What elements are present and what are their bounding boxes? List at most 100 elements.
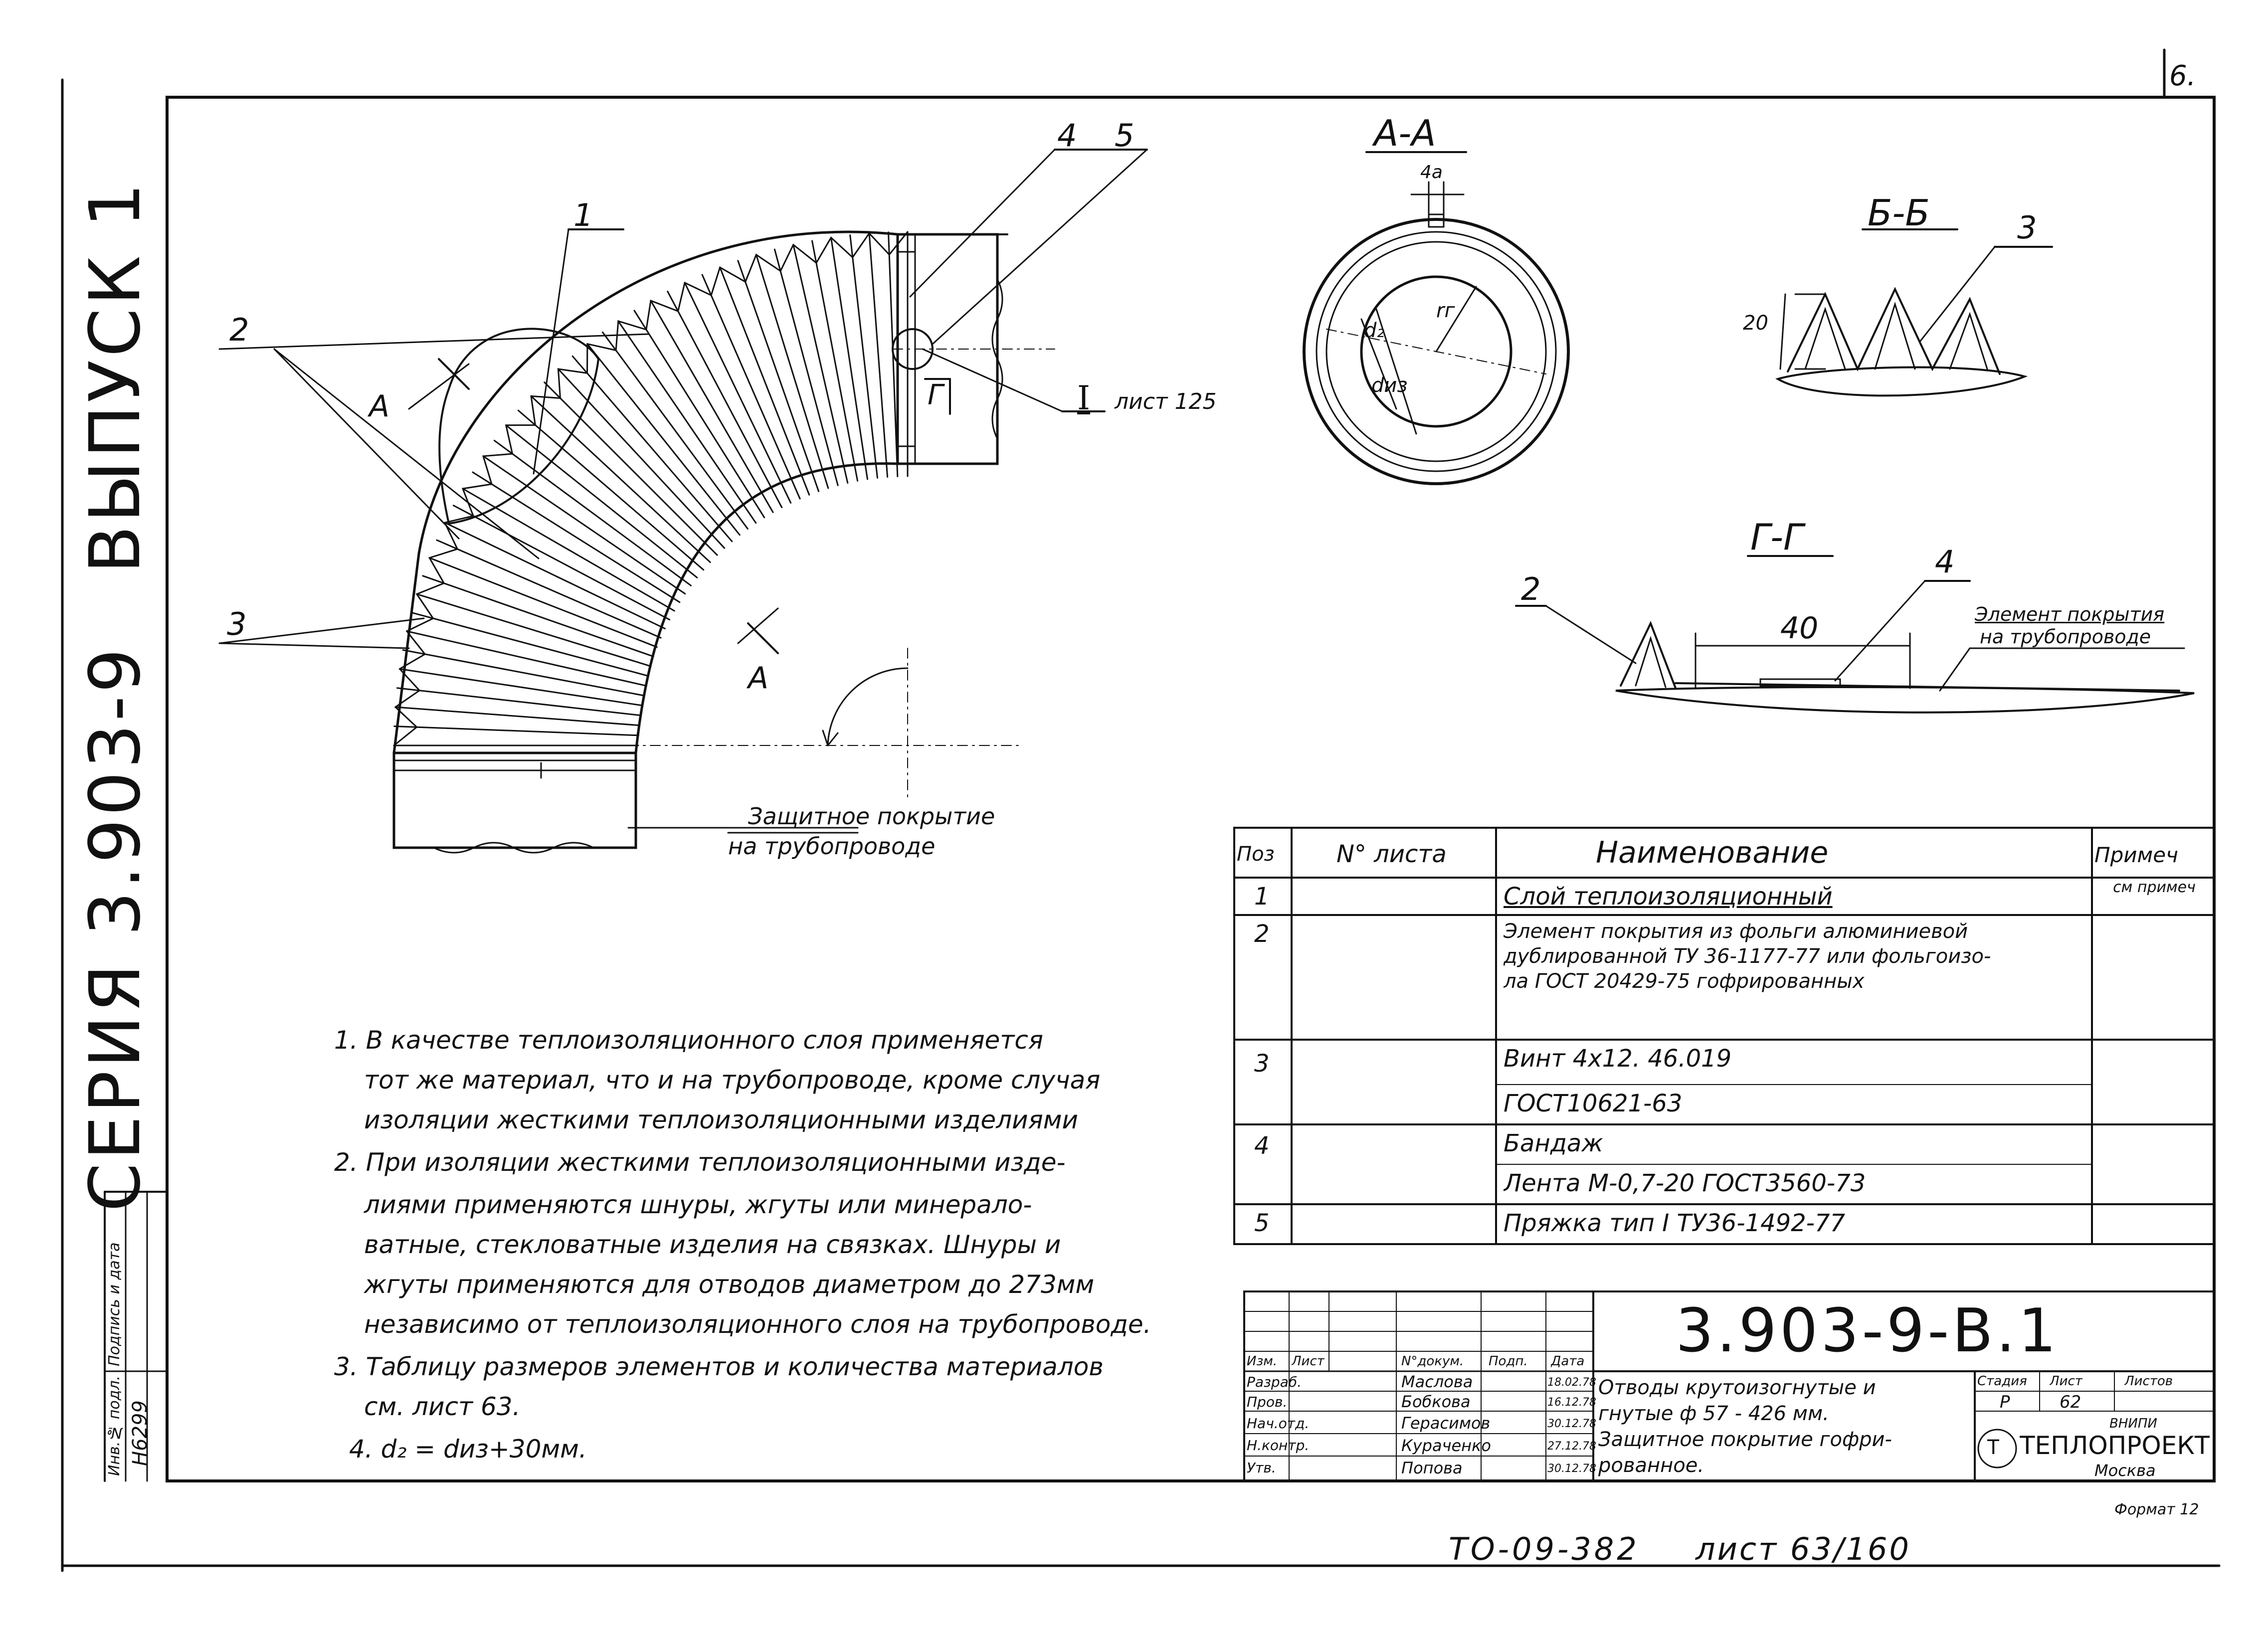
row-3-name: ГОСТ10621-63 bbox=[1504, 1090, 1683, 1117]
role-head: Нач.отд. bbox=[1247, 1415, 1310, 1432]
corrugation-rib bbox=[406, 630, 646, 687]
header-name: Наименование bbox=[1596, 835, 1829, 870]
section-gg-callout-4: 4 bbox=[1935, 544, 1955, 580]
col-list: Лист bbox=[1292, 1354, 1324, 1369]
note-line: лиями применяются шнуры, жгуты или минер… bbox=[364, 1190, 1032, 1219]
drawing-title-line: рованное. bbox=[1598, 1454, 1704, 1477]
role-checker: Пров. bbox=[1247, 1394, 1288, 1410]
corrugation-rib bbox=[462, 488, 675, 612]
label-diz: dиз bbox=[1371, 374, 1408, 397]
dim-40: 40 bbox=[1780, 611, 1819, 646]
date-approver: 30.12.78 bbox=[1547, 1463, 1596, 1475]
row-2-name: дублированной ТУ 36-1177-77 или фольгоиз… bbox=[1504, 945, 1991, 968]
corrugation-rib bbox=[482, 455, 686, 595]
section-aa-title: А-А bbox=[1374, 112, 1436, 154]
corrugation-rib bbox=[571, 355, 733, 543]
header-pos: Поз bbox=[1237, 843, 1275, 866]
inv-label: Инв.№ подл. bbox=[106, 1375, 123, 1476]
row-4-name: Бандаж bbox=[1504, 1129, 1603, 1157]
issue-stamp: ВЫПУСК 1 bbox=[75, 180, 156, 573]
corrugation-rib bbox=[428, 557, 658, 648]
header-sheet-no: N° листа bbox=[1336, 840, 1447, 868]
detail-ref-roman: I bbox=[1077, 379, 1091, 417]
corrugation-rib bbox=[544, 381, 718, 556]
corrugation-rib bbox=[868, 232, 889, 478]
callout-3: 3 bbox=[227, 606, 247, 642]
corrugation-rib bbox=[811, 240, 859, 482]
sheets-label: Листов bbox=[2124, 1374, 2173, 1389]
org-city: Москва bbox=[2094, 1461, 2156, 1480]
section-bb-drawing bbox=[1775, 228, 2053, 397]
row-1-name: Слой теплоизоляционный bbox=[1504, 883, 1833, 911]
drawing-title-line: Отводы крутоизогнутые и bbox=[1598, 1376, 1876, 1399]
callout-4: 4 bbox=[1057, 117, 1077, 154]
corrugation-rib bbox=[684, 282, 792, 504]
row-5-pos: 5 bbox=[1254, 1209, 1270, 1237]
inv-number: Н6299 bbox=[129, 1400, 152, 1466]
section-gg-drawing bbox=[1515, 555, 2195, 714]
col-date: Дата bbox=[1551, 1354, 1585, 1369]
section-mark-a-bottom: А bbox=[748, 661, 769, 696]
row-2-pos: 2 bbox=[1254, 920, 1270, 948]
drawing-title-line: Защитное покрытие гофри- bbox=[1598, 1428, 1892, 1451]
note-line: жгуты применяются для отводов диаметром … bbox=[364, 1270, 1095, 1299]
name-head: Герасимов bbox=[1401, 1414, 1491, 1433]
section-gg-label-line2: на трубопроводе bbox=[1980, 626, 2151, 648]
name-approver: Попова bbox=[1401, 1459, 1463, 1477]
label-dz: d₂ bbox=[1364, 319, 1385, 342]
corrugation-rib bbox=[849, 234, 878, 479]
drawing-frame bbox=[166, 96, 2216, 1482]
corrugation-rib bbox=[617, 320, 757, 524]
corrugation-rib bbox=[436, 539, 662, 639]
row-2-name: ла ГОСТ 20429-75 гофрированных bbox=[1504, 970, 1865, 993]
col-sign: Подп. bbox=[1489, 1354, 1528, 1369]
section-gg-label-line1: Элемент покрытия bbox=[1975, 603, 2165, 625]
corrugation-rib bbox=[755, 254, 829, 489]
section-mark-a-top: А bbox=[369, 389, 390, 424]
note-line: изоляции жесткими теплоизоляционными изд… bbox=[364, 1105, 1078, 1134]
section-aa-drawing bbox=[1303, 151, 1570, 485]
footer-sheet: лист 63/160 bbox=[1696, 1531, 1911, 1567]
series-stamp: СЕРИЯ 3.903-9 bbox=[75, 645, 156, 1212]
col-izm: Изм. bbox=[1247, 1354, 1278, 1369]
note-line: 4. d₂ = dиз+30мм. bbox=[349, 1435, 587, 1464]
corrugation-rib bbox=[530, 395, 711, 563]
date-head: 30.12.78 bbox=[1547, 1418, 1596, 1430]
corrugation-rib bbox=[773, 248, 839, 486]
name-norm-control: Кураченко bbox=[1401, 1436, 1491, 1455]
org-small: ВНИПИ bbox=[2109, 1416, 2157, 1431]
callout-1: 1 bbox=[573, 197, 593, 233]
corrugation-rib bbox=[393, 726, 639, 736]
stage-label: Стадия bbox=[1977, 1374, 2027, 1389]
corrugation-rib bbox=[399, 668, 642, 706]
org-logo-icon: Т bbox=[1987, 1436, 2000, 1459]
footer-code: ТО-09-382 bbox=[1449, 1531, 1640, 1567]
corrugation-rib bbox=[493, 439, 692, 586]
name-checker: Бобкова bbox=[1401, 1392, 1471, 1411]
protective-label-line1: Защитное покрытие bbox=[748, 803, 995, 830]
dim-20: 20 bbox=[1743, 312, 1768, 335]
row-4-name: Лента М-0,7-20 ГОСТ3560-73 bbox=[1504, 1169, 1866, 1197]
row-1-note: см примеч bbox=[2113, 880, 2196, 895]
note-line: независимо от теплоизоляционного слоя на… bbox=[364, 1310, 1151, 1339]
drawing-title-line: гнутые ф 57 - 426 мм. bbox=[1598, 1402, 1829, 1425]
spec-table-grid bbox=[1233, 827, 2215, 1245]
corrugation-rib bbox=[394, 706, 640, 727]
sign-label: Подпись и дата bbox=[106, 1242, 123, 1367]
note-line: см. лист 63. bbox=[364, 1392, 521, 1421]
stage-value: Р bbox=[2000, 1392, 2010, 1412]
role-norm-control: Н.контр. bbox=[1247, 1437, 1310, 1454]
corrugation-rib bbox=[650, 300, 774, 513]
protective-label-line2: на трубопроводе bbox=[728, 833, 936, 860]
corrugation-rib bbox=[452, 505, 671, 621]
designation: 3.903-9-В.1 bbox=[1676, 1296, 2060, 1366]
section-gg-callout-2: 2 bbox=[1521, 571, 1541, 607]
corrugation-rib bbox=[667, 290, 783, 509]
note-line: 3. Таблицу размеров элементов и количест… bbox=[334, 1352, 1104, 1381]
view-label-g: Г bbox=[928, 379, 944, 411]
corrugation-rib bbox=[830, 237, 868, 480]
row-1-pos: 1 bbox=[1254, 883, 1270, 911]
corrugation-rib bbox=[505, 424, 698, 578]
corrugation-rib bbox=[557, 368, 726, 549]
